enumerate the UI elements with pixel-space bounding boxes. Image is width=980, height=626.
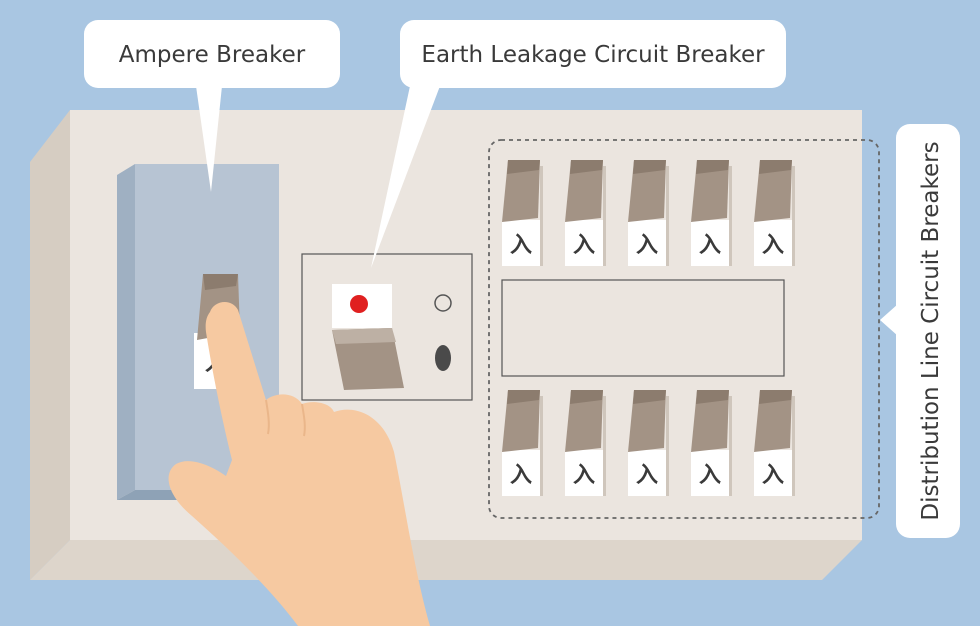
- elcb-reset-button-icon[interactable]: [435, 345, 451, 371]
- distribution-bottom-switch[interactable]: 入: [691, 390, 732, 496]
- callout-earth-leakage: Earth Leakage Circuit Breaker: [371, 20, 786, 268]
- switch-lever: [691, 160, 729, 222]
- switch-shadow: [603, 166, 606, 266]
- hand-finger-crease-2: [301, 403, 306, 437]
- callout-elcb-label: Earth Leakage Circuit Breaker: [421, 42, 765, 68]
- distribution-top-switch[interactable]: 入: [502, 160, 543, 266]
- switch-label: 入: [699, 463, 721, 488]
- switch-lever-top: [507, 390, 540, 404]
- switch-shadow: [792, 396, 795, 496]
- ampere-switch-lever-top: [203, 274, 238, 290]
- switch-shadow: [792, 166, 795, 266]
- switch-label: 入: [510, 233, 532, 258]
- earth-leakage-breaker: [301, 253, 473, 401]
- switch-lever-top: [759, 160, 792, 174]
- switch-label-box: [565, 220, 603, 266]
- switch-lever-top: [759, 390, 792, 404]
- switch-label: 入: [699, 233, 721, 258]
- switch-lever: [502, 160, 540, 222]
- distribution-bottom-switch[interactable]: 入: [628, 390, 669, 496]
- switch-label: 入: [636, 463, 658, 488]
- switch-shadow: [666, 166, 669, 266]
- elcb-switch-lever-top: [332, 328, 396, 344]
- switch-label-box: [628, 450, 666, 496]
- switch-label-box: [502, 220, 540, 266]
- switch-lever-top: [570, 160, 603, 174]
- switch-label-box: [565, 450, 603, 496]
- distribution-center-window: [501, 279, 785, 377]
- callout-elcb-box: [400, 20, 786, 88]
- switch-label: 入: [573, 233, 595, 258]
- switch-lever: [754, 160, 792, 222]
- hand-finger-crease-1: [265, 399, 270, 435]
- distribution-breakers: 入入入入入 入入入入入: [488, 139, 880, 519]
- distribution-top-switch[interactable]: 入: [628, 160, 669, 266]
- switch-label-box: [754, 220, 792, 266]
- switch-label-box: [691, 450, 729, 496]
- switch-lever: [628, 390, 666, 452]
- callout-distribution-box: [896, 124, 960, 538]
- switch-shadow: [729, 166, 732, 266]
- switch-label-box: [628, 220, 666, 266]
- callout-ampere-pointer: [196, 86, 222, 192]
- switch-lever: [565, 160, 603, 222]
- elcb-indicator-red-dot: [350, 295, 368, 313]
- switch-lever-top: [696, 160, 729, 174]
- distribution-top-row: 入入入入入: [502, 160, 795, 266]
- callout-ampere-breaker: Ampere Breaker: [84, 20, 340, 192]
- ampere-breaker-side: [117, 164, 135, 500]
- distribution-bottom-switch[interactable]: 入: [565, 390, 606, 496]
- switch-lever: [565, 390, 603, 452]
- callout-ampere-box: [84, 20, 340, 88]
- hand-shape: [168, 301, 430, 626]
- callout-ampere-label: Ampere Breaker: [119, 42, 306, 68]
- switch-lever-top: [633, 390, 666, 404]
- switch-label-box: [502, 450, 540, 496]
- callout-elcb-pointer: [371, 86, 440, 268]
- switch-lever-top: [633, 160, 666, 174]
- pointing-hand-icon: [168, 301, 430, 626]
- switch-shadow: [540, 166, 543, 266]
- callout-distribution-pointer: [880, 304, 898, 336]
- switch-label-box: [691, 220, 729, 266]
- switch-label: 入: [636, 233, 658, 258]
- switch-lever-top: [696, 390, 729, 404]
- distribution-bottom-row: 入入入入入: [502, 390, 795, 496]
- switch-lever: [754, 390, 792, 452]
- switch-shadow: [603, 396, 606, 496]
- distribution-top-switch[interactable]: 入: [754, 160, 795, 266]
- switch-lever-top: [507, 160, 540, 174]
- switch-lever-top: [570, 390, 603, 404]
- switch-label: 入: [762, 463, 784, 488]
- switch-lever: [502, 390, 540, 452]
- distribution-top-switch[interactable]: 入: [691, 160, 732, 266]
- switch-lever: [628, 160, 666, 222]
- distribution-bottom-switch[interactable]: 入: [502, 390, 543, 496]
- panel-left-side: [30, 110, 70, 580]
- switch-shadow: [729, 396, 732, 496]
- panel-bottom-side: [30, 540, 862, 580]
- switch-label: 入: [573, 463, 595, 488]
- switch-shadow: [540, 396, 543, 496]
- distribution-bottom-switch[interactable]: 入: [754, 390, 795, 496]
- distribution-bracket: [488, 139, 880, 519]
- switch-label: 入: [762, 233, 784, 258]
- distribution-top-switch[interactable]: 入: [565, 160, 606, 266]
- elcb-test-button-icon[interactable]: [434, 294, 452, 312]
- switch-label: 入: [510, 463, 532, 488]
- callout-distribution-label: Distribution Line Circuit Breakers: [918, 141, 944, 520]
- switch-label-box: [754, 450, 792, 496]
- switch-shadow: [666, 396, 669, 496]
- callout-distribution: Distribution Line Circuit Breakers: [880, 124, 960, 538]
- switch-lever: [691, 390, 729, 452]
